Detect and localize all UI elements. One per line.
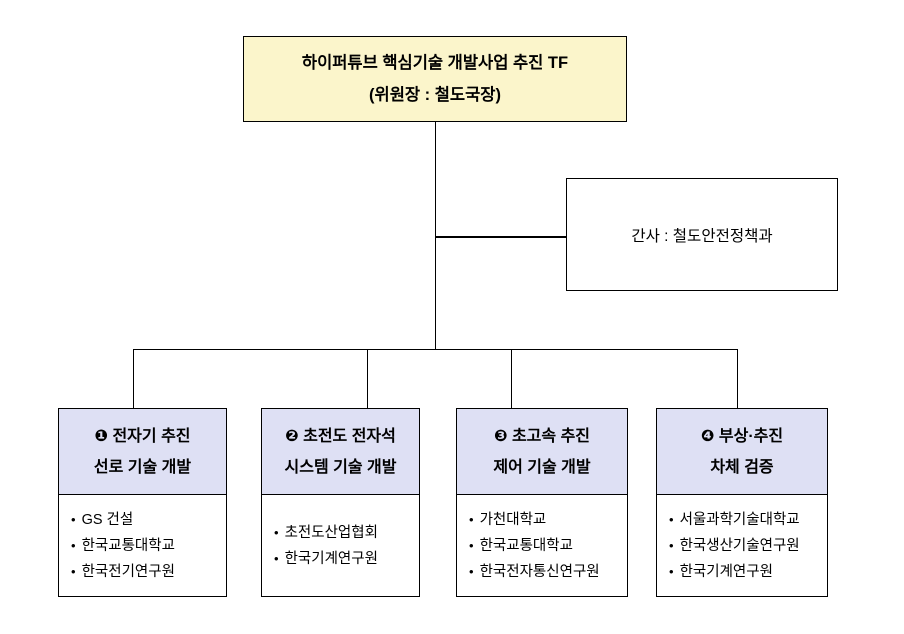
bullet-icon: • [274, 550, 279, 566]
member-item: • 가천대학교 [469, 512, 621, 528]
bullet-icon: • [71, 563, 76, 579]
group-2-member-list: • 초전도산업협회 • 한국기계연구원 [262, 495, 419, 596]
group-1-title-line1: ❶ 전자기 추진 [94, 427, 191, 445]
connector-bus-horizontal [133, 348, 738, 350]
member-item: • 한국기계연구원 [274, 551, 413, 567]
group-1-title-line2: 선로 기술 개발 [93, 458, 192, 476]
group-1-header: ❶ 전자기 추진 선로 기술 개발 [59, 409, 226, 495]
member-label: 한국기계연구원 [284, 550, 378, 567]
group-4-member-list: • 서울과학기술대학교 • 한국생산기술연구원 • 한국기계연구원 [657, 495, 827, 596]
bullet-icon: • [469, 537, 474, 553]
member-label: 한국전자통신연구원 [479, 563, 600, 580]
secretary-box: 간사 : 철도안전정책과 [566, 178, 838, 291]
member-label: GS 건설 [81, 511, 134, 528]
connector-drop-4 [736, 349, 738, 408]
member-item: • 초전도산업협회 [274, 525, 413, 541]
connector-drop-2 [366, 349, 368, 408]
member-label: 초전도산업협회 [284, 524, 378, 541]
group-2-title-line1: ❷ 초전도 전자석 [285, 427, 396, 445]
bullet-icon: • [71, 511, 76, 527]
group-4-header: ❹ 부상·추진 차체 검증 [657, 409, 827, 495]
member-label: 한국전기연구원 [81, 563, 175, 580]
member-item: • GS 건설 [71, 512, 220, 528]
group-1-member-list: • GS 건설 • 한국교통대학교 • 한국전기연구원 [59, 495, 226, 596]
bullet-icon: • [669, 537, 674, 553]
member-label: 한국기계연구원 [679, 563, 773, 580]
group-3-header: ❸ 초고속 추진 제어 기술 개발 [457, 409, 627, 495]
member-label: 가천대학교 [479, 511, 547, 528]
root-title-line2: (위원장 : 철도국장) [369, 85, 501, 104]
group-3-member-list: • 가천대학교 • 한국교통대학교 • 한국전자통신연구원 [457, 495, 627, 596]
bullet-icon: • [469, 511, 474, 527]
connector-drop-1 [132, 349, 134, 408]
group-4-title-line1: ❹ 부상·추진 [700, 427, 784, 445]
group-3-title-line1: ❸ 초고속 추진 [493, 427, 591, 445]
member-item: • 한국교통대학교 [71, 538, 220, 554]
member-item: • 한국생산기술연구원 [669, 538, 821, 554]
group-box-4: ❹ 부상·추진 차체 검증 • 서울과학기술대학교 • 한국생산기술연구원 • 한국기… [656, 408, 828, 597]
bullet-icon: • [71, 537, 76, 553]
member-item: • 한국전자통신연구원 [469, 564, 621, 580]
group-2-title-line2: 시스템 기술 개발 [284, 458, 397, 476]
root-box: 하이퍼튜브 핵심기술 개발사업 추진 TF (위원장 : 철도국장) [243, 36, 627, 122]
group-box-1: ❶ 전자기 추진 선로 기술 개발 • GS 건설 • 한국교통대학교 • 한국전기연… [58, 408, 227, 597]
member-label: 한국생산기술연구원 [679, 537, 800, 554]
member-label: 서울과학기술대학교 [679, 511, 800, 528]
member-item: • 서울과학기술대학교 [669, 512, 821, 528]
group-2-header: ❷ 초전도 전자석 시스템 기술 개발 [262, 409, 419, 495]
bullet-icon: • [274, 524, 279, 540]
connector-drop-3 [510, 349, 512, 408]
group-box-2: ❷ 초전도 전자석 시스템 기술 개발 • 초전도산업협회 • 한국기계연구원 [261, 408, 420, 597]
root-title-line1: 하이퍼튜브 핵심기술 개발사업 추진 TF [301, 53, 569, 72]
member-label: 한국교통대학교 [479, 537, 573, 554]
bullet-icon: • [469, 563, 474, 579]
group-box-3: ❸ 초고속 추진 제어 기술 개발 • 가천대학교 • 한국교통대학교 • 한국전자통… [456, 408, 628, 597]
member-item: • 한국전기연구원 [71, 564, 220, 580]
group-4-title-line2: 차체 검증 [710, 458, 774, 476]
member-item: • 한국교통대학교 [469, 538, 621, 554]
bullet-icon: • [669, 511, 674, 527]
secretary-label: 간사 : 철도안전정책과 [631, 227, 773, 245]
bullet-icon: • [669, 563, 674, 579]
member-item: • 한국기계연구원 [669, 564, 821, 580]
member-label: 한국교통대학교 [81, 537, 175, 554]
group-3-title-line2: 제어 기술 개발 [493, 458, 591, 476]
connector-secretary-branch [435, 236, 566, 238]
